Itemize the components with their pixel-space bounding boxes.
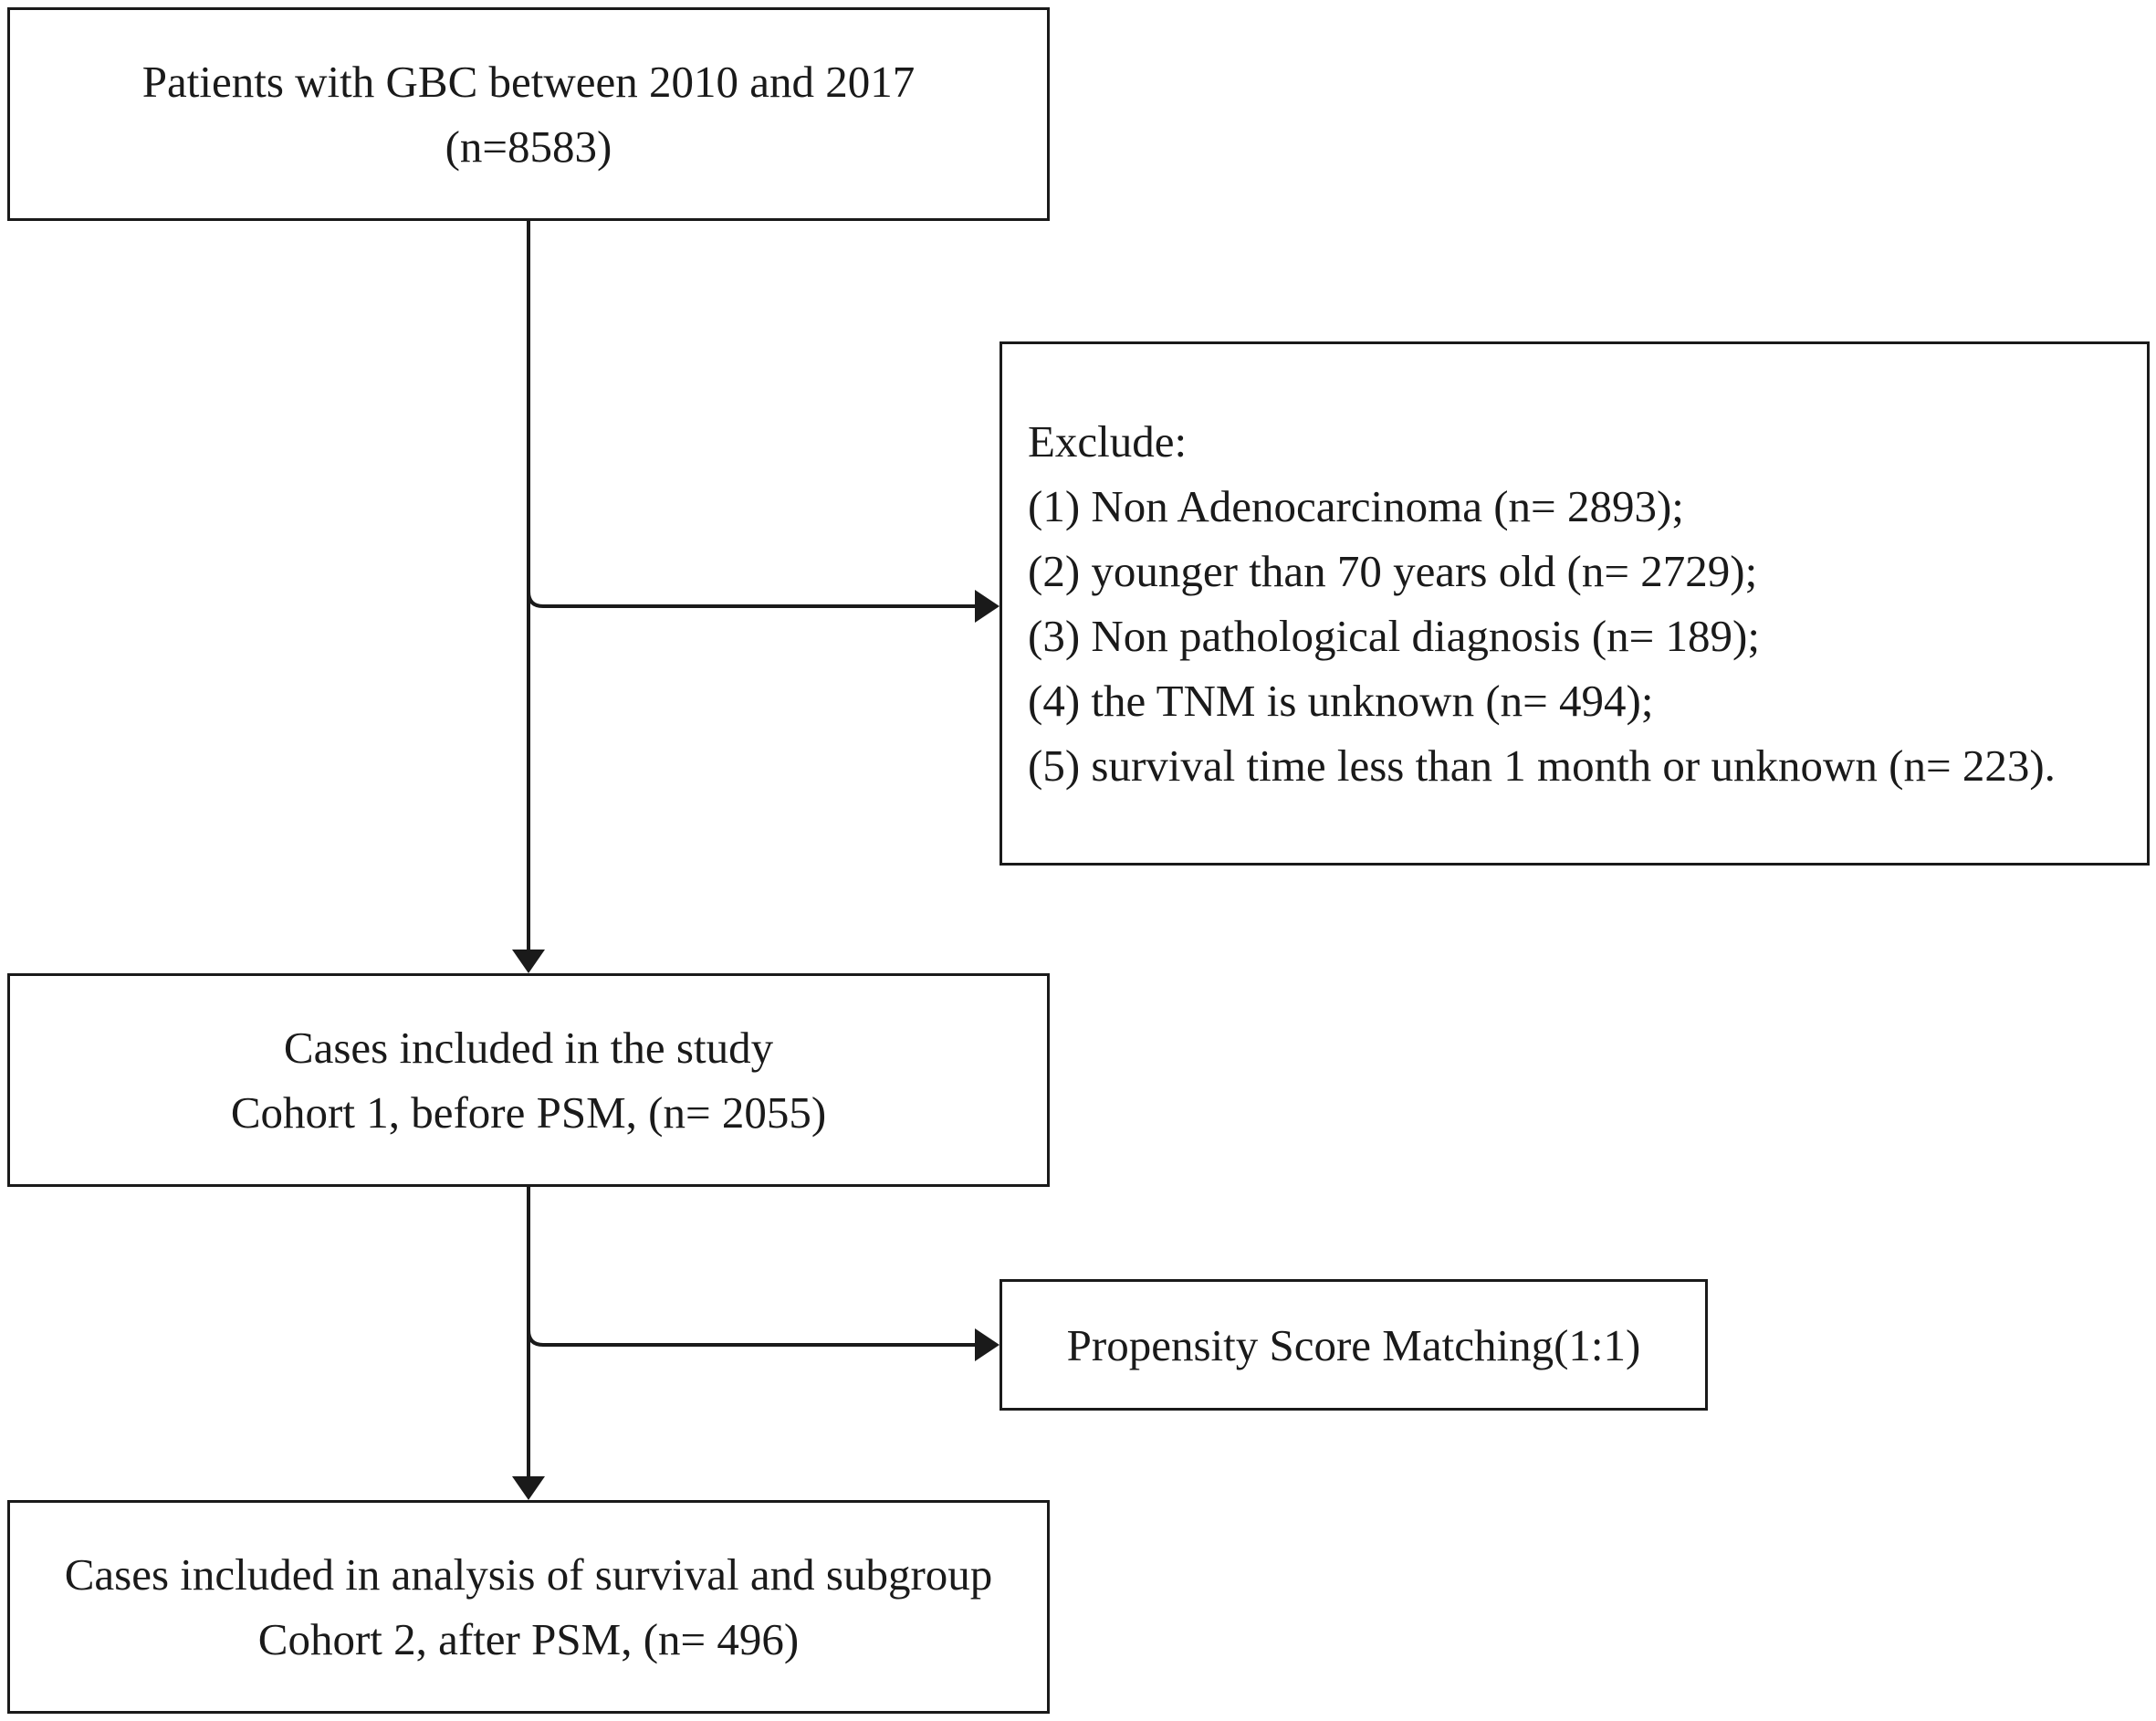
cohort2-count: Cohort 2, after PSM, (n= 496) [257, 1614, 800, 1664]
arrowhead-psm [975, 1328, 1000, 1361]
exclusion-item: (2) younger than 70 years old (n= 2729); [1028, 546, 1758, 596]
exclusion-item: (1) Non Adenocarcinoma (n= 2893); [1028, 481, 1684, 531]
cohort1-title: Cases included in the study [283, 1023, 774, 1073]
patients-box: Patients with GBC between 2010 and 2017 … [7, 7, 1050, 221]
arrowhead-cohort2 [512, 1476, 545, 1500]
arrow-patients-to-exclude [527, 591, 975, 608]
psm-label: Propensity Score Matching(1:1) [1066, 1319, 1641, 1370]
arrowhead-cohort1 [512, 950, 545, 973]
arrowhead-exclude [975, 590, 1000, 623]
cohort1-box: Cases included in the study Cohort 1, be… [7, 973, 1050, 1187]
exclusion-item: (4) the TNM is unknown (n= 494); [1028, 676, 1654, 726]
cohort2-title: Cases included in analysis of survival a… [64, 1549, 993, 1600]
exclusion-item: (3) Non pathological diagnosis (n= 189); [1028, 611, 1760, 661]
cohort2-box: Cases included in analysis of survival a… [7, 1500, 1050, 1714]
patients-count: (n=8583) [445, 121, 612, 172]
exclusion-heading: Exclude: [1028, 416, 1188, 467]
arrow-cohort1-to-psm [527, 1329, 975, 1347]
psm-box: Propensity Score Matching(1:1) [1000, 1279, 1708, 1411]
exclusion-box: Exclude: (1) Non Adenocarcinoma (n= 2893… [1000, 341, 2150, 866]
cohort1-count: Cohort 1, before PSM, (n= 2055) [230, 1087, 827, 1138]
exclusion-item: (5) survival time less than 1 month or u… [1028, 740, 2056, 791]
patients-title: Patients with GBC between 2010 and 2017 [141, 57, 916, 107]
